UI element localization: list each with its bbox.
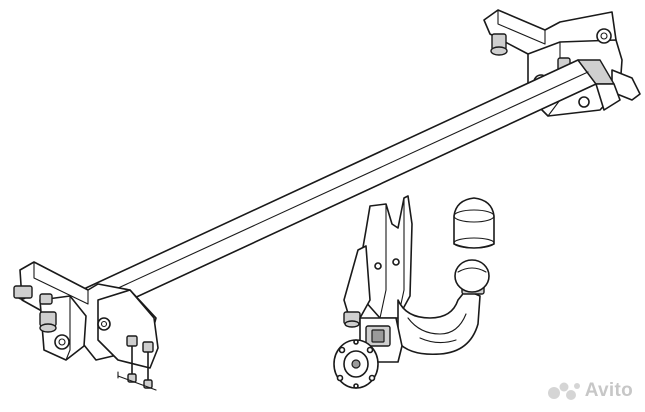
watermark-text: Avito <box>584 380 633 401</box>
left-mounting-bracket <box>13 261 159 391</box>
swan-neck-arm <box>397 289 481 356</box>
avito-logo-icon <box>547 382 580 400</box>
electrical-socket <box>333 339 379 389</box>
bolt-hole <box>54 334 70 350</box>
bolt-hole <box>97 317 111 331</box>
tow-ball-cap <box>453 197 495 249</box>
tow-ball <box>454 259 490 295</box>
avito-watermark: Avito <box>547 380 633 402</box>
bolt-hole <box>596 28 612 44</box>
center-mount-plate <box>343 195 413 328</box>
crossbar-beam <box>59 59 621 327</box>
